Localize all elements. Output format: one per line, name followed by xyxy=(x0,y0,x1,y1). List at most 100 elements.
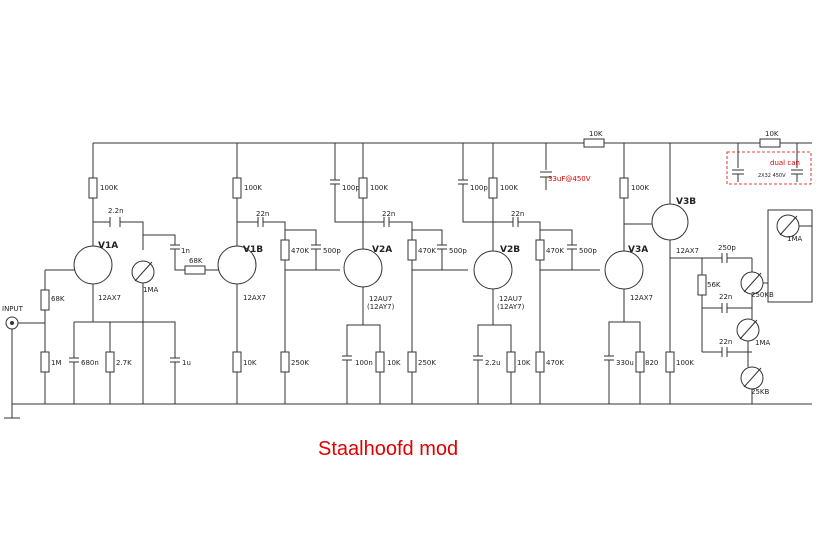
resistor-100k-v2a-plate xyxy=(358,177,368,199)
tube-v1a xyxy=(73,245,113,285)
pot-arrow xyxy=(134,261,153,282)
page-title: Staalhoofd mod xyxy=(318,438,458,460)
label-100k-v2a: 100K xyxy=(370,184,388,192)
tube-v3b xyxy=(651,203,689,241)
cap-500p-b xyxy=(412,229,447,260)
dual-can-box xyxy=(726,151,812,185)
tube-v1a-name: V1A xyxy=(98,241,118,251)
label-22n-d: 22n xyxy=(719,293,732,301)
tube-v3a xyxy=(604,250,644,290)
resistor-250k-b xyxy=(407,351,417,373)
resistor-100k-v2b-plate xyxy=(488,177,498,199)
cap-250p xyxy=(670,253,752,275)
label-10k-c: 10K xyxy=(517,359,531,367)
label-1u: 1u xyxy=(182,359,191,367)
input-label: INPUT xyxy=(2,305,24,313)
label-500p-c: 500p xyxy=(579,247,597,255)
tube-v3b-name: V3B xyxy=(676,197,696,207)
tube-v2b-name: V2B xyxy=(500,245,520,255)
label-dual-can-spec: 2X32 450V xyxy=(758,173,786,179)
label-250k-a: 250K xyxy=(291,359,309,367)
resistor-10k-c xyxy=(506,351,516,373)
wire xyxy=(284,260,340,404)
resistor-470k-b xyxy=(407,239,417,261)
input-jack-pin xyxy=(10,321,14,325)
label-1ma-gain: 1MA xyxy=(143,286,158,294)
label-2n2: 2.2n xyxy=(108,207,124,215)
wire xyxy=(477,289,512,404)
tube-v1a-type: 12AX7 xyxy=(98,294,121,302)
cap-1n-bright xyxy=(143,234,185,271)
tube-v2b-type: 12AU7 xyxy=(499,295,522,303)
resistor-10k-a xyxy=(232,351,242,373)
label-470k-c: 470K xyxy=(546,247,564,255)
cap-100p-a xyxy=(330,143,363,223)
tube-v2a-alt: (12AY7) xyxy=(367,303,395,311)
cap-22n-d xyxy=(701,295,752,352)
resistor-100k-v3b xyxy=(665,351,675,373)
wire xyxy=(539,260,600,404)
cap-330u xyxy=(604,352,614,372)
label-1n: 1n xyxy=(181,247,190,255)
resistor-10k-top1 xyxy=(583,138,605,148)
label-25kb: 25KB xyxy=(751,388,769,396)
pot-arrow xyxy=(743,367,762,388)
resistor-820 xyxy=(635,351,645,373)
resistor-68k-input xyxy=(40,289,50,311)
label-2k7: 2.7K xyxy=(116,359,132,367)
cap-2n2 xyxy=(109,217,121,227)
label-10k-b: 10K xyxy=(387,359,401,367)
label-22n-b: 22n xyxy=(382,210,395,218)
cap-22n-a xyxy=(237,217,286,240)
label-68k-input: 68K xyxy=(51,295,65,303)
tube-v2a-type: 12AU7 xyxy=(369,295,392,303)
resistor-10k-b xyxy=(375,351,385,373)
resistor-100k-v1b-plate xyxy=(232,177,242,199)
label-33uf: 33uF@450V xyxy=(548,175,591,183)
tube-v2b xyxy=(473,250,513,290)
v1a-cathode-wiring xyxy=(73,284,176,340)
label-100k-v1a: 100K xyxy=(100,184,118,192)
label-470k-d: 470K xyxy=(546,359,564,367)
resistor-470k-a xyxy=(280,239,290,261)
resistor-100k-v3a-plate xyxy=(619,177,629,199)
label-56k: 56K xyxy=(707,281,721,289)
pot-arrow xyxy=(779,215,798,236)
tube-v1b-type: 12AX7 xyxy=(243,294,266,302)
wire xyxy=(346,287,381,404)
v1a-grid-wire xyxy=(44,269,75,290)
dual-can-caps xyxy=(732,143,803,182)
resistor-470k-d xyxy=(535,351,545,373)
cap-500p-a xyxy=(285,229,321,260)
cap-2u2 xyxy=(473,352,483,372)
label-100n: 100n xyxy=(355,359,373,367)
output-frame xyxy=(767,209,813,303)
label-22n-a: 22n xyxy=(256,210,269,218)
label-1m: 1M xyxy=(51,359,62,367)
cap-100n xyxy=(342,352,352,372)
label-10k-a: 10K xyxy=(243,359,257,367)
wire xyxy=(93,221,144,250)
label-10k-top1: 10K xyxy=(589,130,603,138)
tube-v3a-name: V3A xyxy=(628,245,648,255)
resistor-68k-grid xyxy=(184,265,206,275)
label-250kb: 250KB xyxy=(751,291,774,299)
label-100k-v2b: 100K xyxy=(500,184,518,192)
label-2u2: 2.2u xyxy=(485,359,501,367)
tube-v1b-name: V1B xyxy=(243,245,263,255)
cap-100p-b xyxy=(458,143,493,223)
resistor-1m xyxy=(40,351,50,373)
label-10k-top2: 10K xyxy=(765,130,779,138)
tube-v2b-alt: (12AY7) xyxy=(497,303,525,311)
label-22n-c: 22n xyxy=(511,210,524,218)
label-1ma-volume: 1MA xyxy=(787,235,802,243)
label-100p-a: 100p xyxy=(342,184,360,192)
tube-v3b-type: 12AX7 xyxy=(676,247,699,255)
tube-v3a-type: 12AX7 xyxy=(630,294,653,302)
resistor-56k xyxy=(697,274,707,296)
input-wiring xyxy=(11,322,45,404)
tube-v2a-name: V2A xyxy=(372,245,392,255)
cap-33uf-filter xyxy=(540,143,552,190)
